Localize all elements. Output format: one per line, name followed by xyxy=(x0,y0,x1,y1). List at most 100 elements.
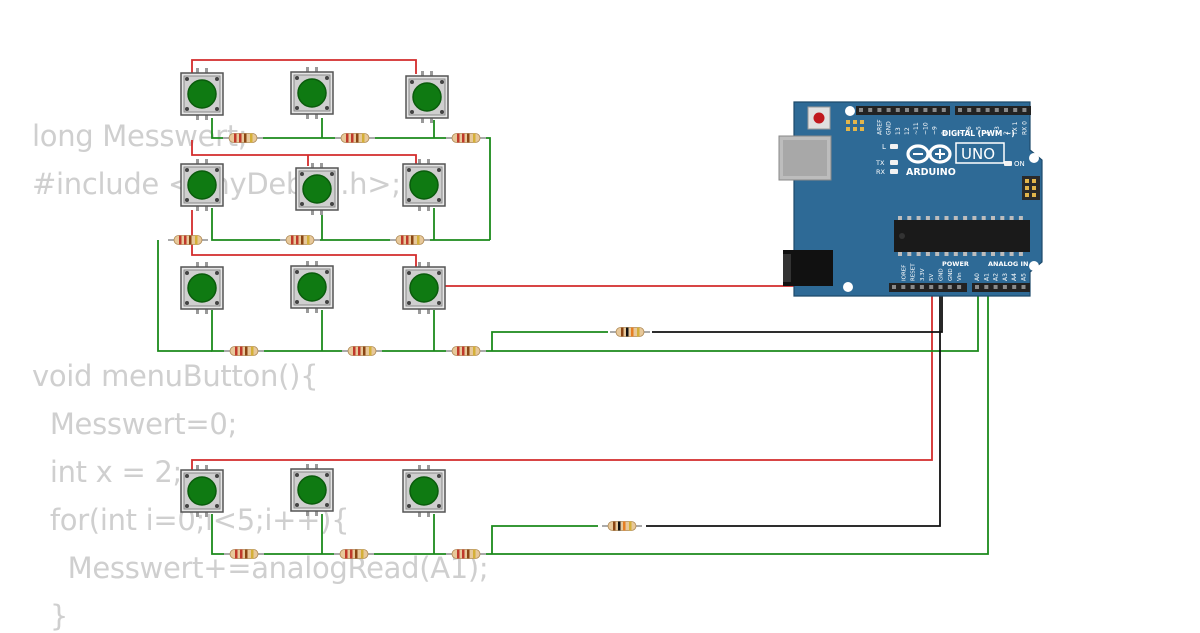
header-pin xyxy=(985,108,990,112)
resistor[interactable] xyxy=(222,132,264,144)
digital-pin-label: 7 xyxy=(957,131,964,135)
digital-pin-label: 2 xyxy=(1003,131,1010,135)
digital-pin-label: 4 xyxy=(985,131,992,135)
digital-pin-label: RX 0 xyxy=(1021,121,1028,135)
digital-pin-label: ~10 xyxy=(922,122,929,135)
header-pin xyxy=(993,285,998,289)
digital-header xyxy=(856,106,950,115)
digital-pin-label: ~3 xyxy=(994,126,1001,135)
digital-pin-label: 8 xyxy=(941,131,948,135)
header-pin xyxy=(984,285,989,289)
power-pin-label: RESET xyxy=(911,263,917,281)
header-pin xyxy=(919,285,924,289)
header-pin xyxy=(932,108,937,112)
analog-pin-label: A1 xyxy=(983,273,990,281)
brand-label: ARDUINO xyxy=(906,167,956,178)
analog-header xyxy=(972,283,1030,292)
resistor[interactable] xyxy=(609,326,651,338)
resistor[interactable] xyxy=(279,234,321,246)
header-pin xyxy=(877,108,882,112)
analog-label: ANALOG IN xyxy=(988,260,1028,268)
push-button[interactable] xyxy=(402,261,446,315)
power-jack xyxy=(783,250,833,286)
header-pin xyxy=(910,285,915,289)
resistor[interactable] xyxy=(223,345,265,357)
resistor[interactable] xyxy=(389,234,431,246)
header-pin xyxy=(957,285,962,289)
header-pin xyxy=(994,108,999,112)
header-pin xyxy=(967,108,972,112)
header-pin xyxy=(901,285,906,289)
tx-label: TX xyxy=(875,159,885,167)
header-pin xyxy=(941,108,946,112)
digital-pin-label: ~11 xyxy=(913,122,920,135)
push-button[interactable] xyxy=(290,66,334,120)
power-pin-label: 5V xyxy=(929,274,935,281)
digital-pin-label: 12 xyxy=(904,127,911,135)
header-pin xyxy=(947,285,952,289)
analog-pin-label: A3 xyxy=(1002,273,1009,281)
resistor[interactable] xyxy=(445,548,487,560)
header-pin xyxy=(886,108,891,112)
push-buttons xyxy=(180,66,449,518)
model-label: UNO xyxy=(961,145,995,163)
header-pin xyxy=(1021,285,1026,289)
push-button[interactable] xyxy=(180,67,224,121)
l-label: L xyxy=(882,143,886,151)
microcontroller-chip xyxy=(894,220,1030,252)
on-label: ON xyxy=(1014,160,1025,168)
digital-pin-label: 13 xyxy=(895,127,902,135)
resistor[interactable] xyxy=(334,132,376,144)
header-pin xyxy=(905,108,909,112)
power-pin-label: GND xyxy=(948,268,954,281)
header-pin xyxy=(859,108,863,112)
push-button[interactable] xyxy=(402,158,446,212)
digital-label: DIGITAL (PWM ~) xyxy=(942,129,1015,138)
resistor[interactable] xyxy=(341,345,383,357)
black-wires xyxy=(646,292,943,527)
header-pin xyxy=(914,108,919,112)
power-label: POWER xyxy=(942,260,969,268)
header-pin xyxy=(976,108,981,112)
resistor[interactable] xyxy=(601,520,643,532)
digital-pin-label: AREF xyxy=(876,119,883,135)
resistor[interactable] xyxy=(333,548,375,560)
resistor[interactable] xyxy=(223,548,265,560)
header-pin xyxy=(1002,285,1007,289)
analog-pin-label: A5 xyxy=(1021,273,1028,281)
push-button[interactable] xyxy=(295,162,339,216)
header-pin xyxy=(892,285,896,289)
header-pin xyxy=(895,108,900,112)
header-pin xyxy=(1004,108,1008,112)
arduino-logo-icon xyxy=(906,144,952,164)
push-button[interactable] xyxy=(405,70,449,124)
digital-pin-label: GND xyxy=(886,121,893,135)
push-button[interactable] xyxy=(180,464,224,518)
analog-pin-label: A0 xyxy=(974,273,981,281)
header-pin xyxy=(1013,108,1018,112)
digital-pin-label: ~6 xyxy=(966,126,973,135)
push-button[interactable] xyxy=(180,261,224,315)
resistor[interactable] xyxy=(445,345,487,357)
push-button[interactable] xyxy=(402,464,446,518)
analog-pin-label: A2 xyxy=(993,273,1000,281)
header-pin xyxy=(868,108,873,112)
push-button[interactable] xyxy=(180,158,224,212)
header-pin xyxy=(975,285,979,289)
resistor[interactable] xyxy=(445,132,487,144)
header-pin xyxy=(1012,285,1017,289)
power-pin-label: GND xyxy=(939,268,945,281)
digital-pin-label: TX 1 xyxy=(1012,121,1019,136)
push-button[interactable] xyxy=(290,463,334,517)
power-pin-label: IOREF xyxy=(901,265,907,281)
analog-pin-label: A4 xyxy=(1011,273,1018,281)
header-pin xyxy=(929,285,934,289)
digital-pin-label: ~9 xyxy=(932,126,939,135)
push-button[interactable] xyxy=(290,260,334,314)
header-pin xyxy=(1022,108,1027,112)
power-pin-label: 3.3V xyxy=(920,268,926,281)
resistor[interactable] xyxy=(167,234,209,246)
power-pin-label: Vin xyxy=(957,272,963,281)
